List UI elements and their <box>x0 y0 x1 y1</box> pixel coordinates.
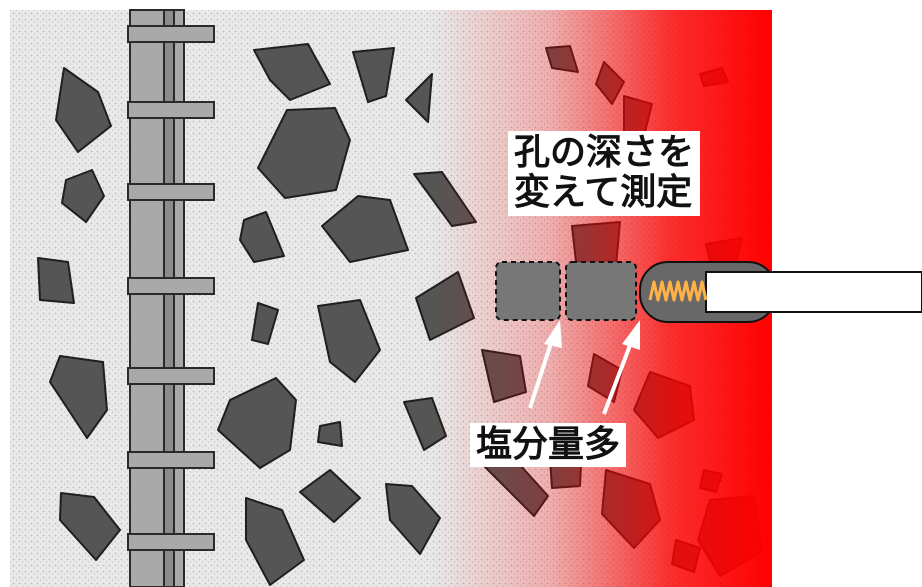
depth-label-line2: 変えて測定 <box>514 172 693 214</box>
arrow-up-icon <box>528 320 640 415</box>
salt-label: 塩分量多 <box>470 423 627 468</box>
depth-label: 孔の深さを 変えて測定 <box>508 131 701 216</box>
depth-label-line1: 孔の深さを <box>514 132 695 173</box>
core-samples <box>495 261 637 321</box>
rebar-cage <box>127 9 215 587</box>
drill-icon <box>639 261 922 323</box>
